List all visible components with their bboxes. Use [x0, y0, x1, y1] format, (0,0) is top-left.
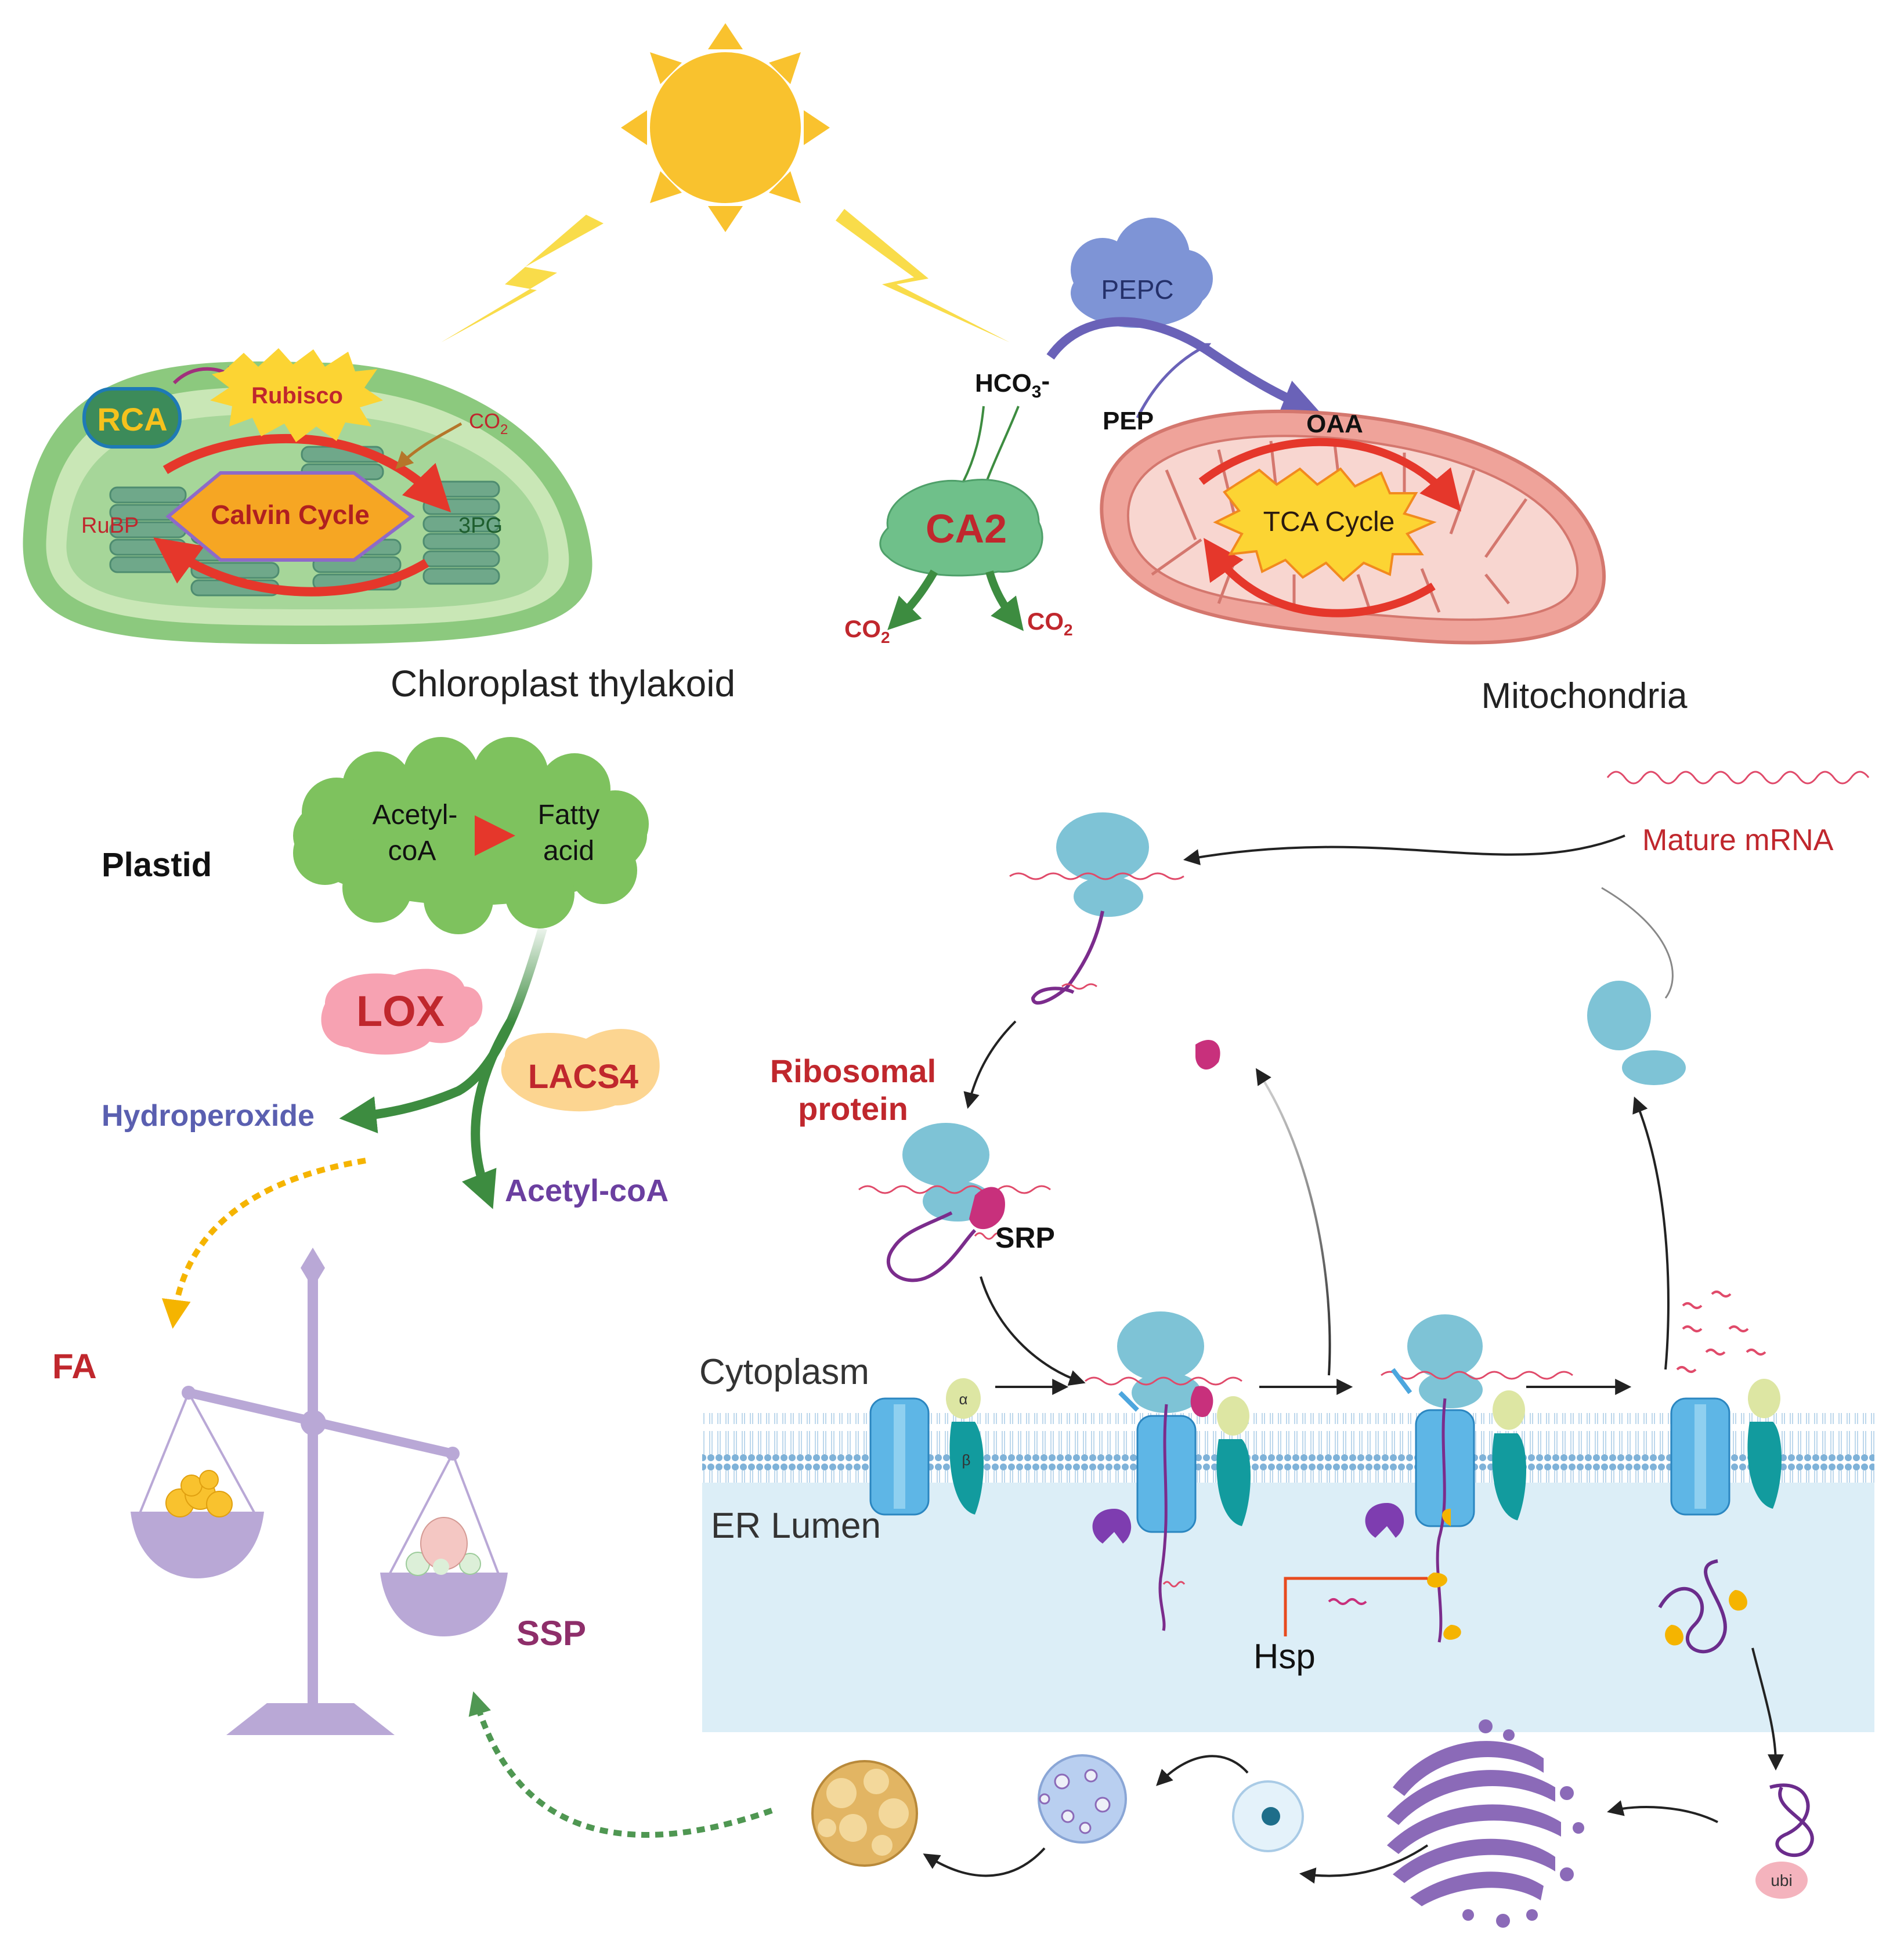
- ribosomal-protein-line1: Ribosomal: [770, 1053, 936, 1089]
- calvin-cycle-label: Calvin Cycle: [211, 500, 370, 530]
- mature-mrna-strand: [1606, 771, 1870, 785]
- lacs4-blob: [501, 1029, 660, 1112]
- ribosomal-protein-line2: protein: [798, 1090, 908, 1127]
- vesicle-icon: [1232, 1780, 1304, 1852]
- cytoplasm-label: Cytoplasm: [699, 1352, 869, 1392]
- fa-label: FA: [52, 1347, 97, 1386]
- hsp-label: Hsp: [1253, 1637, 1316, 1676]
- receptor-alpha-beta: [946, 1378, 984, 1515]
- degraded-mrna-fragments: [1676, 1291, 1766, 1373]
- srp-label: SRP: [995, 1222, 1055, 1254]
- ca2-blob: [879, 479, 1043, 577]
- er-lumen-region: [702, 1483, 1874, 1732]
- ca2-label: CA2: [926, 506, 1007, 551]
- lightning-bolt-right-icon: [836, 209, 1010, 342]
- beta-label: β: [962, 1451, 971, 1469]
- hydroperoxide-to-fa-arrow: [161, 1158, 366, 1329]
- hco3-label: HCO3-: [975, 367, 1050, 402]
- mature-mrna-label: Mature mRNA: [1642, 823, 1834, 857]
- lox-label: LOX: [356, 987, 445, 1035]
- nascent-peptide-top: [1031, 910, 1104, 1005]
- fat-droplets-icon: [165, 1470, 233, 1517]
- er-lumen-label: ER Lumen: [711, 1506, 881, 1546]
- hsp-bracket: [1284, 1577, 1428, 1636]
- mitochondria: [1100, 409, 1606, 645]
- ribosome-top: [1056, 812, 1149, 917]
- alpha-label: α: [959, 1390, 967, 1408]
- translocon-1: [869, 1397, 930, 1516]
- pep-label: PEP: [1103, 407, 1154, 435]
- lox-blob: [321, 968, 483, 1055]
- mitochondria-caption: Mitochondria: [1482, 676, 1688, 716]
- pepc-label: PEPC: [1101, 274, 1173, 305]
- ca2-co2-right-label: CO2: [1027, 608, 1073, 639]
- calvin-cycle-hexagon: [165, 471, 415, 562]
- chloroplast: Calvin Cycle RCA Rubisco CO2 RuBP 3PG: [23, 348, 592, 644]
- ssp-label: SSP: [516, 1614, 586, 1653]
- acetyl-coa-label: Acetyl-coA: [505, 1173, 669, 1208]
- plastid-fatty-acid-line1: Fatty: [538, 800, 600, 830]
- plastid-fatty-acid-line2: acid: [543, 836, 594, 866]
- rubisco-starburst: [210, 348, 383, 442]
- rubp-label: RuBP: [81, 514, 139, 538]
- translocon-2: [1085, 1311, 1251, 1631]
- hydroperoxide-label: Hydroperoxide: [102, 1099, 315, 1133]
- golgi-apparatus-icon: [1387, 1719, 1584, 1928]
- rubisco-label: Rubisco: [251, 383, 343, 409]
- srp-bound-icon: [969, 1187, 1005, 1230]
- lacs4-label: LACS4: [528, 1058, 638, 1096]
- plastid-acetyl-coa-line1: Acetyl-: [373, 800, 458, 830]
- 3pg-label: 3PG: [458, 514, 503, 538]
- chloroplast-co2-label: CO2: [469, 409, 508, 438]
- protein-body-icon: [811, 1760, 918, 1867]
- rca-label: RCA: [97, 401, 167, 438]
- srp-free-icon: [1195, 1039, 1220, 1070]
- plastid-cloud: [293, 737, 649, 934]
- rca-badge: [82, 387, 182, 449]
- plastid-acetyl-coa-line2: coA: [388, 836, 436, 866]
- translocon-3: [1328, 1314, 1573, 1643]
- plastid-label: Plastid: [102, 846, 212, 884]
- chloroplast-caption: Chloroplast thylakoid: [391, 663, 735, 704]
- ribosome-subunits-right: [1587, 981, 1686, 1085]
- ubiquitinated-protein: [1755, 1783, 1814, 1899]
- sun-icon: [621, 23, 830, 232]
- ca2-co2-left-label: CO2: [844, 615, 890, 646]
- misfolded-protein: [1658, 1559, 1747, 1654]
- translocon-4: [1670, 1379, 1782, 1516]
- protein-granules-icon: [406, 1517, 481, 1576]
- tca-cycle-label: TCA Cycle: [1263, 507, 1395, 537]
- pepc-cloud: [1071, 218, 1213, 328]
- tca-cycle-starburst: [1213, 467, 1437, 582]
- ubi-label: ubi: [1771, 1871, 1792, 1889]
- oaa-label: OAA: [1306, 410, 1363, 438]
- lightning-bolt-left-icon: [441, 215, 604, 342]
- balance-scale-icon: [131, 1248, 508, 1735]
- storage-vacuole-icon: [1038, 1754, 1127, 1844]
